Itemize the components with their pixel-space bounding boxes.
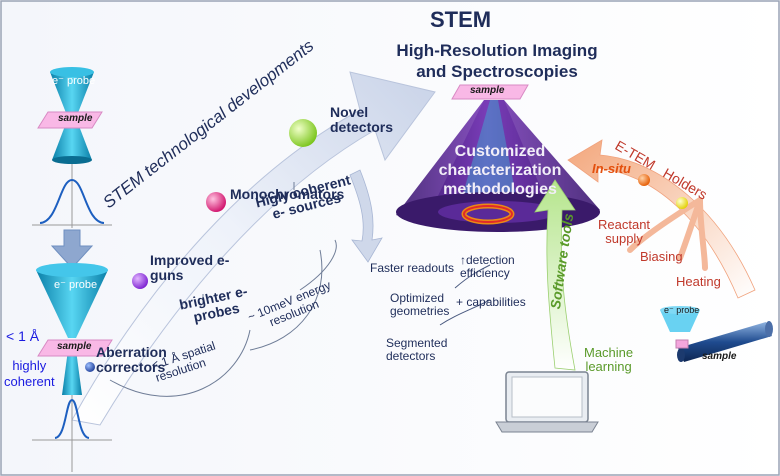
software-arrow bbox=[534, 179, 576, 371]
cone-label: Customized characterization methodologie… bbox=[438, 143, 562, 199]
ball-aberration bbox=[85, 362, 95, 372]
subtitle: High-Resolution Imaging and Spectroscopi… bbox=[396, 41, 598, 82]
cone-sample-plate bbox=[451, 84, 529, 100]
machine-learning-label: Machine learning bbox=[584, 345, 634, 374]
probe-top-cone bbox=[50, 72, 94, 118]
faster-readouts: Faster readouts bbox=[370, 261, 455, 275]
dev-mono-label: Monochromators bbox=[230, 186, 345, 202]
sample-top-plate bbox=[37, 111, 103, 129]
detector-lines bbox=[439, 264, 491, 326]
holder-rod bbox=[660, 306, 773, 362]
resolution-label: < 1 Å bbox=[6, 328, 40, 344]
detection-efficiency: ↑detection efficiency bbox=[460, 253, 515, 280]
ball-detectors bbox=[289, 119, 317, 147]
plus-capabilities: + capabilities bbox=[456, 295, 526, 309]
heating-label: Heating bbox=[676, 274, 721, 289]
dev-guns-label: Improved e- guns bbox=[150, 252, 230, 283]
ball-insitu bbox=[638, 174, 650, 186]
biasing-label: Biasing bbox=[640, 249, 683, 264]
holder-sample-label: sample bbox=[702, 351, 737, 362]
sample-top-label: sample bbox=[58, 113, 93, 124]
optimized-geometries: Optimized geometries bbox=[390, 291, 450, 318]
connector-arrows bbox=[109, 182, 337, 397]
ball-holders bbox=[676, 197, 688, 209]
dev-detectors-label: Novel detectors bbox=[330, 104, 394, 135]
reactant-supply-label: Reactant supply bbox=[598, 217, 651, 246]
holder-probe-label: e⁻ probe bbox=[664, 305, 700, 315]
detector-sweep-arrow bbox=[349, 169, 383, 263]
dev-aberration-label: Aberration correctors bbox=[96, 344, 167, 375]
probe-top-label: e⁻ probe bbox=[52, 75, 96, 87]
cone-sample-label: sample bbox=[470, 85, 505, 96]
probe-bottom-label: e⁻ probe bbox=[54, 279, 98, 291]
ball-guns bbox=[132, 273, 148, 289]
gaussian-bottom bbox=[54, 398, 90, 439]
insitu-label: In-situ bbox=[592, 161, 631, 176]
development-arrow bbox=[71, 71, 436, 426]
sample-bottom-label: sample bbox=[57, 341, 92, 352]
gaussian-top bbox=[39, 178, 105, 224]
laptop-icon bbox=[495, 371, 599, 433]
sample-bottom-plate bbox=[37, 339, 113, 357]
coherence-label: highly coherent bbox=[4, 358, 55, 390]
probe-bottom-cone bbox=[36, 270, 108, 338]
ball-mono bbox=[206, 192, 226, 212]
title: STEM bbox=[430, 7, 492, 32]
left-down-arrow bbox=[50, 229, 94, 269]
segmented-detectors: Segmented detectors bbox=[386, 336, 448, 363]
